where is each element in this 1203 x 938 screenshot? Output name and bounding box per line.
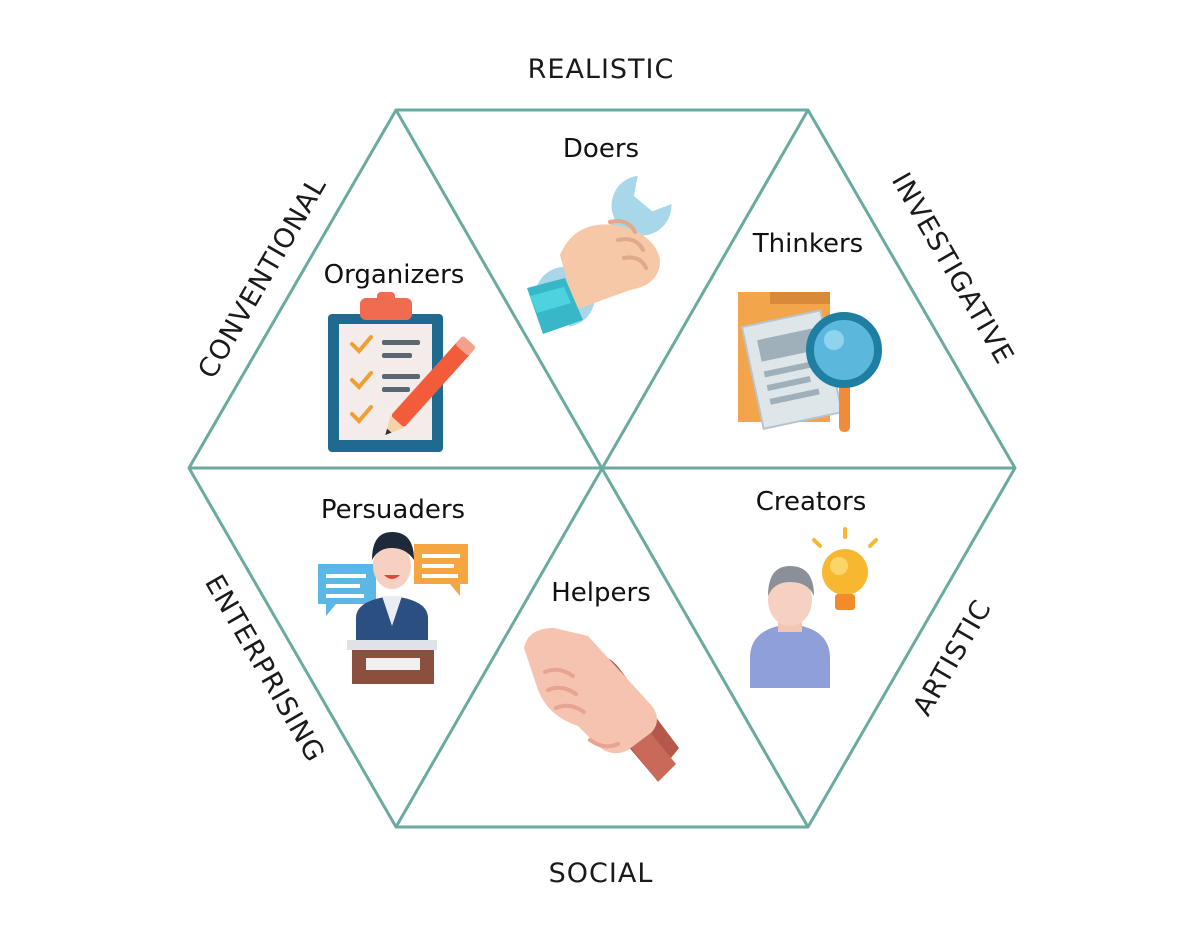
side-label-conventional: CONVENTIONAL [192,172,333,384]
segment-label-persuaders: Persuaders [321,495,465,525]
side-label-realistic: REALISTIC [528,54,675,85]
side-label-artistic: ARTISTIC [907,594,998,721]
folder-magnifier-icon [738,292,882,432]
handshake-icon [524,628,679,782]
side-label-investigative: INVESTIGATIVE [885,168,1020,370]
speaker-podium-icon [318,532,468,684]
person-lightbulb-icon [750,527,878,688]
segment-label-organizers: Organizers [324,260,465,290]
segment-label-doers: Doers [563,134,639,164]
segment-label-creators: Creators [756,487,867,517]
wrench-hand-icon [527,175,672,334]
segment-label-thinkers: Thinkers [752,229,863,259]
side-label-social: SOCIAL [549,858,654,889]
hexagon-frame [187,108,1017,829]
clipboard-checklist-icon [328,292,476,452]
segment-label-helpers: Helpers [551,578,651,608]
